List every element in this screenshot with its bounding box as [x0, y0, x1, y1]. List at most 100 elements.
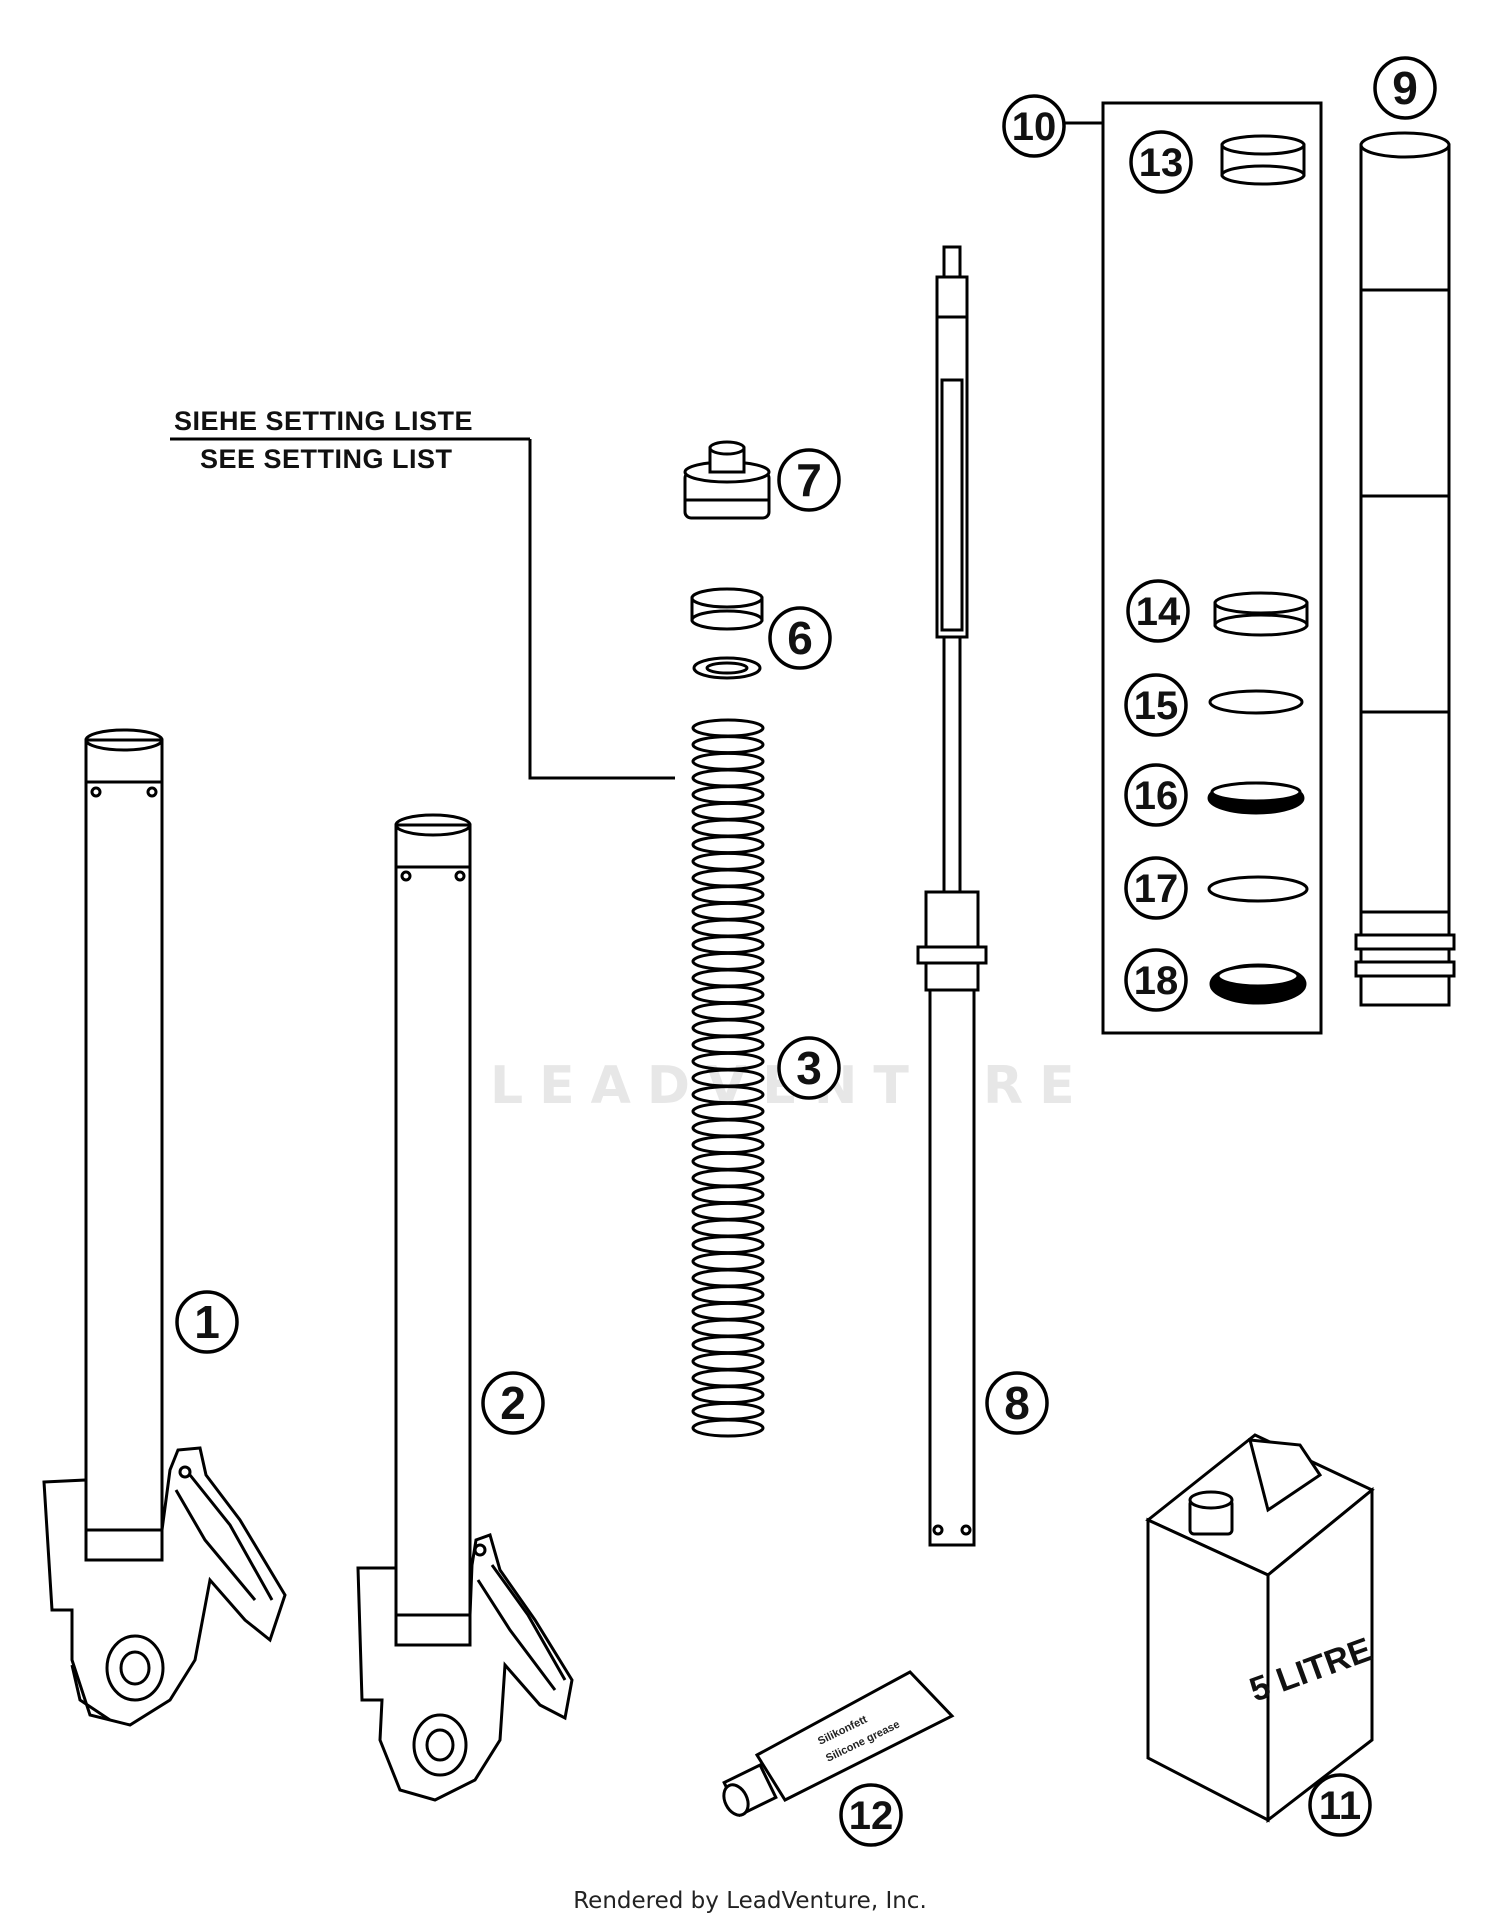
spring-coil	[691, 1368, 765, 1388]
spring-coil	[691, 1401, 765, 1421]
spring-coil	[691, 1385, 765, 1405]
spring-coil	[691, 1135, 765, 1155]
callout-number: 9	[1392, 62, 1418, 114]
callout-number: 13	[1139, 141, 1184, 185]
spring-coil	[691, 835, 765, 855]
callout-circle	[1124, 673, 1188, 737]
spring-coil	[691, 868, 765, 888]
part-1-outer-tube-left	[42, 728, 287, 1727]
part-14-bushing	[1213, 591, 1309, 637]
spring-coil	[691, 1268, 765, 1288]
callout-number: 18	[1134, 959, 1179, 1003]
part-2-outer-tube-right	[356, 813, 574, 1802]
callout-circle	[768, 606, 832, 670]
spring-coil	[691, 1001, 765, 1021]
spring-coil	[691, 735, 765, 755]
spring-coil	[691, 801, 765, 821]
callout-number: 1	[194, 1296, 220, 1348]
part-11-fork-oil-can: 5 LITRE	[1145, 1433, 1377, 1824]
spring-coil	[691, 1235, 765, 1255]
spring-coil	[691, 1318, 765, 1338]
spring-coil	[691, 1018, 765, 1038]
callout-17: 17	[1124, 856, 1188, 920]
part-13-bushing	[1220, 134, 1306, 186]
spring-coil	[691, 1185, 765, 1205]
spring-coil	[691, 985, 765, 1005]
callout-10: 10	[1002, 94, 1066, 158]
spring-coil	[691, 851, 765, 871]
spring-coil	[691, 1351, 765, 1371]
callout-2: 2	[481, 1371, 545, 1435]
callout-circle	[839, 1783, 903, 1847]
part-6-spacers	[690, 587, 764, 680]
spring-coil	[691, 1035, 765, 1055]
callout-number: 16	[1134, 774, 1179, 818]
spring-coil	[691, 935, 765, 955]
spring-coil	[691, 768, 765, 788]
callout-circle	[1126, 579, 1190, 643]
spring-coil	[691, 1168, 765, 1188]
spring-coil	[691, 1285, 765, 1305]
callout-circle	[175, 1290, 239, 1354]
callout-circle	[1124, 763, 1188, 827]
callout-number: 17	[1134, 867, 1179, 911]
callout-number: 11	[1319, 1784, 1361, 1828]
spring-coil	[691, 951, 765, 971]
spring-coil	[691, 818, 765, 838]
part-15-ring	[1208, 689, 1304, 715]
callout-circle	[1308, 1773, 1372, 1837]
callout-circle	[777, 1036, 841, 1100]
callout-number: 10	[1012, 105, 1057, 149]
callout-18: 18	[1124, 948, 1188, 1012]
spring-coil	[691, 901, 765, 921]
callout-number: 12	[849, 1794, 894, 1838]
callout-circle	[777, 448, 841, 512]
footer-credit: Rendered by LeadVenture, Inc.	[573, 1888, 927, 1914]
callout-6: 6	[768, 606, 832, 670]
part-9-inner-tube	[1354, 131, 1456, 1007]
callout-circle	[1124, 856, 1188, 920]
note-line-de: SIEHE SETTING LISTE	[174, 406, 473, 436]
spring-coil	[691, 1251, 765, 1271]
callout-circle	[1002, 94, 1066, 158]
callout-12: 12	[839, 1783, 903, 1847]
setting-list-note: SIEHE SETTING LISTE SEE SETTING LIST	[170, 406, 675, 780]
part-17-ring	[1207, 875, 1309, 903]
note-line-en: SEE SETTING LIST	[200, 444, 453, 474]
spring-coil	[691, 1335, 765, 1355]
spring-coil	[691, 1418, 765, 1438]
part-12-grease-tube: Silikonfett Silicone grease	[722, 1670, 955, 1817]
spring-coil	[691, 885, 765, 905]
part-16-seal	[1207, 781, 1305, 815]
part-18-dust-seal	[1209, 963, 1307, 1005]
callout-circle	[1124, 948, 1188, 1012]
part-10-kit-box	[1062, 101, 1323, 1035]
part-3-spring	[691, 718, 765, 1438]
spring-coil	[691, 1218, 765, 1238]
part-8-cartridge	[916, 245, 988, 1547]
spring-coil	[691, 785, 765, 805]
callout-15: 15	[1124, 673, 1188, 737]
spring-coil	[691, 718, 765, 738]
callout-13: 13	[1129, 130, 1193, 194]
callout-1: 1	[175, 1290, 239, 1354]
callout-11: 11	[1308, 1773, 1372, 1837]
callout-circle	[985, 1371, 1049, 1435]
callout-number: 2	[500, 1377, 526, 1429]
spring-coil	[691, 751, 765, 771]
spring-coil	[691, 1118, 765, 1138]
callout-circle	[481, 1371, 545, 1435]
spring-coil	[691, 1301, 765, 1321]
spring-coil	[691, 1151, 765, 1171]
callout-7: 7	[777, 448, 841, 512]
callout-number: 7	[796, 454, 822, 506]
callout-number: 3	[796, 1042, 822, 1094]
callout-circle	[1373, 56, 1437, 120]
callout-14: 14	[1126, 579, 1190, 643]
callout-number: 6	[787, 612, 813, 664]
spring-coil	[691, 918, 765, 938]
part-7-top-cap	[683, 440, 771, 520]
spring-coil	[691, 968, 765, 988]
